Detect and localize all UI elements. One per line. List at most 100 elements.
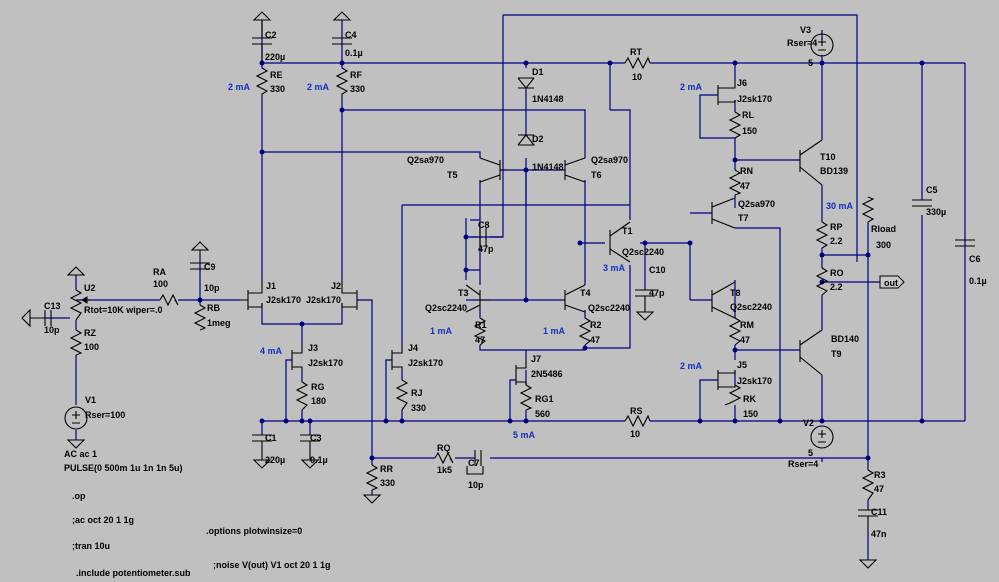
label-t6-model: Q2sa970 xyxy=(591,155,628,165)
resistor-rl[interactable] xyxy=(728,111,742,139)
diode-d2[interactable] xyxy=(517,134,536,146)
bjt-t7[interactable] xyxy=(711,197,736,229)
label-c9-value: 10p xyxy=(204,283,220,293)
label-rg: RG xyxy=(311,382,325,392)
label-c3-value: 0.1µ xyxy=(310,455,328,465)
current-r2: 1 mA xyxy=(543,326,566,336)
label-rq-value: 1k5 xyxy=(437,465,452,475)
bjt-t1[interactable] xyxy=(609,221,631,263)
capacitor-c6[interactable] xyxy=(955,239,975,247)
label-t8: T8 xyxy=(730,288,741,298)
label-rn: RN xyxy=(740,166,753,176)
component-labels: C2 220µ C4 0.1µ RE 330 RF 330 RT 10 D1 1… xyxy=(44,25,987,539)
resistor-rj[interactable] xyxy=(395,379,409,411)
label-r2-value: 47 xyxy=(590,335,600,345)
resistor-rk[interactable] xyxy=(724,384,742,406)
label-c4: C4 xyxy=(345,30,357,40)
capacitor-c7[interactable] xyxy=(474,450,482,466)
bjt-t6[interactable] xyxy=(564,157,586,183)
label-v1: V1 xyxy=(85,395,96,405)
capacitor-c3[interactable] xyxy=(300,434,320,460)
label-rl-value: 150 xyxy=(742,126,757,136)
label-t3: T3 xyxy=(458,288,469,298)
label-c5-value: 330µ xyxy=(926,207,946,217)
bjt-t3[interactable] xyxy=(465,284,490,313)
capacitor-c2[interactable] xyxy=(252,20,272,63)
voltage-source-v1[interactable] xyxy=(64,406,88,430)
capacitor-c13[interactable] xyxy=(30,310,52,326)
resistor-re[interactable] xyxy=(255,67,269,97)
output-port[interactable] xyxy=(879,275,905,289)
resistor-rg[interactable] xyxy=(295,381,309,411)
resistor-rt[interactable] xyxy=(624,56,651,70)
directive-options: .options plotwinsize=0 xyxy=(206,526,302,536)
resistor-rr[interactable] xyxy=(365,464,379,491)
label-ra-value: 100 xyxy=(153,279,168,289)
bjt-t5[interactable] xyxy=(479,157,506,183)
capacitor-c1[interactable] xyxy=(252,434,272,460)
capacitor-c5[interactable] xyxy=(912,199,932,207)
label-rk: RK xyxy=(743,394,756,404)
label-rs-value: 10 xyxy=(630,429,640,439)
jfet-j7[interactable] xyxy=(515,360,527,385)
jfet-j6[interactable] xyxy=(717,80,736,105)
resistor-rload[interactable] xyxy=(861,196,875,223)
jfet-j3[interactable] xyxy=(291,345,303,370)
jfet-j2[interactable] xyxy=(341,280,358,310)
label-j3-model: J2sk170 xyxy=(308,358,343,368)
potentiometer-u2[interactable] xyxy=(69,289,90,321)
jfet-j1[interactable] xyxy=(240,280,263,310)
resistor-rs[interactable] xyxy=(624,414,651,428)
label-c10-value: 47p xyxy=(649,288,665,298)
label-t1-model: Q2sc2240 xyxy=(622,247,664,257)
bjt-t4[interactable] xyxy=(564,284,586,313)
capacitor-c4[interactable] xyxy=(332,37,352,45)
resistor-rz[interactable] xyxy=(69,329,83,356)
voltage-source-v2[interactable] xyxy=(810,425,834,449)
label-c10: C10 xyxy=(649,265,666,275)
label-r3-value: 47 xyxy=(874,484,884,494)
current-re: 2 mA xyxy=(228,82,251,92)
ground-symbols xyxy=(21,11,878,569)
resistor-rq[interactable] xyxy=(434,451,454,465)
label-c13: C13 xyxy=(44,301,61,311)
jfet-j5[interactable] xyxy=(717,370,736,390)
label-t3-model: Q2sc2240 xyxy=(425,303,467,313)
current-rf: 2 mA xyxy=(307,82,330,92)
resistor-r1[interactable] xyxy=(473,317,487,346)
resistor-rf[interactable] xyxy=(335,67,349,97)
bjt-t9[interactable] xyxy=(799,329,823,376)
label-c3: C3 xyxy=(310,433,322,443)
label-c11: C11 xyxy=(871,507,887,517)
label-u2: U2 xyxy=(84,283,96,293)
resistor-r3[interactable] xyxy=(861,469,875,501)
bjt-t8[interactable] xyxy=(711,281,736,319)
resistor-rp[interactable] xyxy=(815,221,829,249)
capacitor-c8[interactable] xyxy=(479,228,487,246)
resistor-rg1[interactable] xyxy=(519,384,533,411)
jfet-j4[interactable] xyxy=(391,345,403,370)
capacitor-c11[interactable] xyxy=(858,509,878,530)
label-d1: D1 xyxy=(532,67,544,77)
resistor-rm[interactable] xyxy=(728,317,742,346)
capacitor-c10[interactable] xyxy=(635,289,655,312)
resistor-r2[interactable] xyxy=(578,317,592,346)
capacitor-c9[interactable] xyxy=(190,250,210,270)
resistor-rb[interactable] xyxy=(193,304,207,331)
diode-d1[interactable] xyxy=(517,77,535,89)
label-c13-value: 10p xyxy=(44,325,60,335)
bjt-t10[interactable] xyxy=(799,139,823,186)
resistor-rn[interactable] xyxy=(728,169,742,196)
resistor-ra[interactable] xyxy=(159,293,179,307)
current-r1: 1 mA xyxy=(430,326,453,336)
label-j4: J4 xyxy=(408,343,418,353)
voltage-source-v3[interactable] xyxy=(810,33,834,57)
label-ro: RO xyxy=(830,268,844,278)
label-c7: C7 xyxy=(468,458,480,468)
directive-pulse: PULSE(0 500m 1u 1n 1n 5u) xyxy=(64,463,183,473)
label-d2-value: 1N4148 xyxy=(532,162,564,172)
label-out: out xyxy=(884,278,898,288)
resistor-ro[interactable] xyxy=(815,267,829,296)
